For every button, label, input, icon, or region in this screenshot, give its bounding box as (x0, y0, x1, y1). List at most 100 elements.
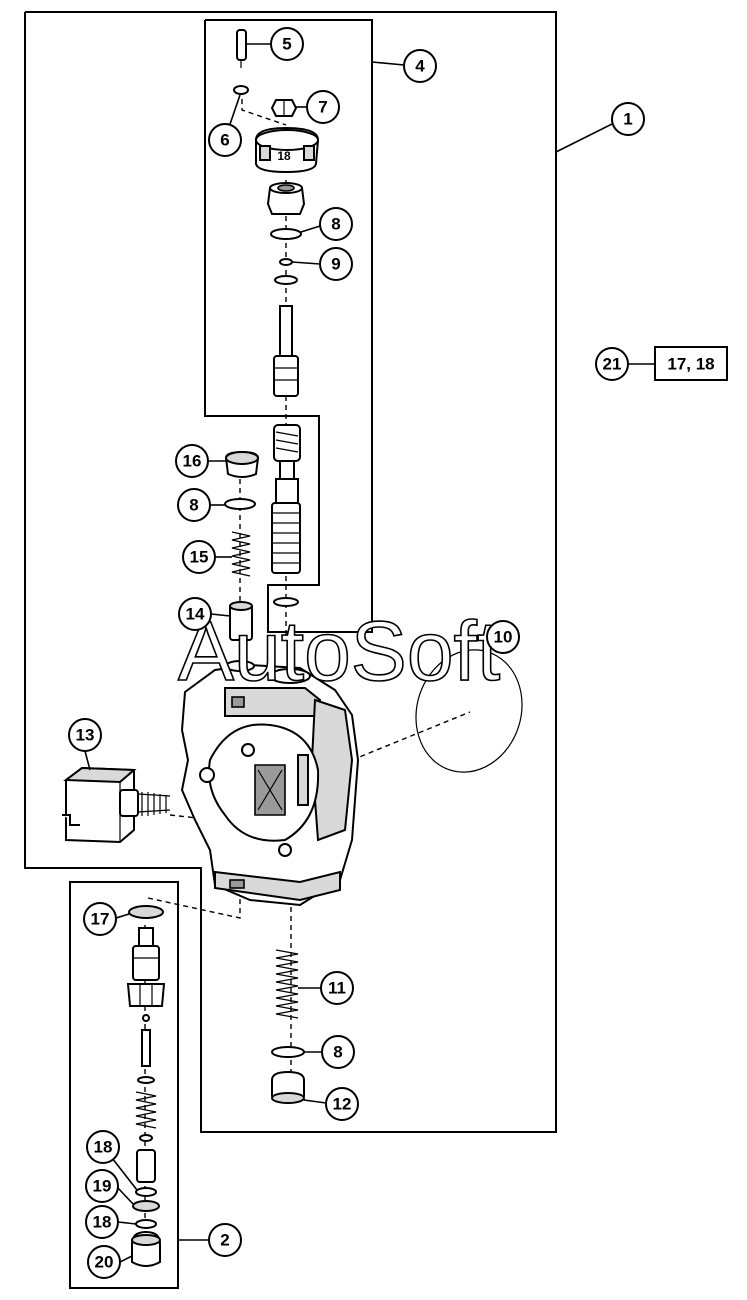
svg-text:8: 8 (189, 496, 198, 515)
callout-16: 16 (175, 444, 209, 478)
o-ring-part-8-mid (224, 498, 256, 510)
plug-part-16 (224, 450, 260, 478)
svg-text:13: 13 (76, 726, 95, 745)
adjuster-cap: 18 (255, 126, 320, 174)
sleeve-part-18-upper (136, 1149, 156, 1183)
leader-18b (117, 1221, 137, 1225)
leader-9 (291, 261, 321, 265)
axis-line-10 (351, 711, 471, 761)
washer-part-18-b (135, 1219, 157, 1229)
svg-text:8: 8 (333, 1043, 342, 1062)
callout-1: 1 (611, 102, 645, 136)
svg-text:2: 2 (220, 1231, 229, 1250)
leader-14 (210, 613, 231, 617)
svg-text:6: 6 (220, 131, 229, 150)
callout-5: 5 (270, 27, 304, 61)
cap-nut-part-20 (131, 1230, 161, 1267)
seal-part-17 (128, 905, 164, 919)
callout-8-bottom: 8 (321, 1035, 355, 1069)
svg-text:16: 16 (183, 452, 202, 471)
leader-8a (300, 225, 321, 233)
svg-text:18: 18 (94, 1138, 113, 1157)
leader-13 (84, 750, 91, 771)
callout-13: 13 (68, 718, 102, 752)
valve-body (180, 660, 360, 907)
callout-20: 20 (87, 1245, 121, 1279)
relief-valve-body (126, 927, 166, 1007)
washer-part-19 (132, 1200, 160, 1212)
cap-dial-number: 18 (277, 149, 291, 163)
svg-text:15: 15 (190, 548, 209, 567)
leader-19 (117, 1187, 135, 1206)
callout-19: 19 (85, 1169, 119, 1203)
callout-9: 9 (319, 247, 353, 281)
callout-8-top: 8 (319, 207, 353, 241)
spring-part-15 (231, 531, 251, 577)
svg-text:17: 17 (91, 910, 110, 929)
callout-2: 2 (208, 1223, 242, 1257)
leader-18a (111, 1157, 138, 1191)
main-spool (271, 424, 301, 574)
callout-12: 12 (325, 1087, 359, 1121)
relief-valve-ring (139, 1134, 153, 1142)
reference-box-text: 17, 18 (667, 355, 714, 374)
spring-part-11 (275, 949, 299, 1019)
callout-14: 14 (178, 597, 212, 631)
callout-21: 21 (595, 347, 629, 381)
o-ring-below-spool (273, 597, 299, 607)
svg-text:19: 19 (93, 1177, 112, 1196)
callout-18-upper: 18 (86, 1130, 120, 1164)
reference-box: 17, 18 (654, 346, 728, 381)
callout-4: 4 (403, 49, 437, 83)
washer-part-6 (233, 85, 249, 95)
svg-text:5: 5 (282, 35, 291, 54)
leader-1 (555, 123, 613, 153)
relief-valve-spring (135, 1091, 157, 1129)
large-o-ring-part-10 (415, 649, 523, 773)
svg-text:10: 10 (494, 628, 513, 647)
watermark-text: AutoSoft (178, 604, 500, 698)
svg-text:11: 11 (328, 979, 346, 998)
o-ring-part-8-bottom (271, 1046, 305, 1058)
axis-line-5-6 (241, 90, 287, 126)
callout-8-mid: 8 (177, 488, 211, 522)
leader-20 (119, 1255, 133, 1263)
relief-valve-needle (137, 1014, 155, 1084)
leader-17 (115, 913, 130, 919)
svg-text:20: 20 (95, 1253, 114, 1272)
o-ring-part-9 (279, 258, 293, 266)
leader-12 (303, 1099, 327, 1104)
leader-4 (371, 61, 405, 66)
callout-7: 7 (306, 90, 340, 124)
svg-text:4: 4 (415, 57, 425, 76)
svg-text:21: 21 (603, 355, 622, 374)
assembly-4-boundary (204, 19, 373, 633)
assembly-2-boundary (69, 881, 179, 1289)
callout-18-lower: 18 (85, 1205, 119, 1239)
svg-text:12: 12 (333, 1095, 352, 1114)
valve-fitting (266, 182, 306, 215)
svg-text:14: 14 (186, 605, 205, 624)
callout-6: 6 (208, 123, 242, 157)
axis-line-17 (147, 890, 241, 919)
nut-part-7 (270, 99, 298, 117)
svg-text:9: 9 (331, 255, 340, 274)
svg-text:18: 18 (93, 1213, 112, 1232)
svg-text:1: 1 (623, 110, 632, 129)
svg-text:7: 7 (318, 98, 327, 117)
solenoid-part-13 (62, 766, 171, 844)
valve-spool-stem (273, 305, 299, 397)
o-ring-part-8-top (270, 228, 302, 240)
callout-11: 11 (320, 971, 354, 1005)
callout-15: 15 (182, 540, 216, 574)
sleeve-part-14 (229, 601, 253, 641)
assembly-1-boundary (24, 11, 557, 1133)
callout-10: 10 (486, 620, 520, 654)
pin-part-5 (236, 29, 247, 68)
washer-part-18-a (135, 1187, 157, 1197)
callout-17: 17 (83, 902, 117, 936)
o-ring-lower-spool (274, 275, 298, 285)
svg-text:8: 8 (331, 215, 340, 234)
plug-part-12 (271, 1070, 305, 1104)
